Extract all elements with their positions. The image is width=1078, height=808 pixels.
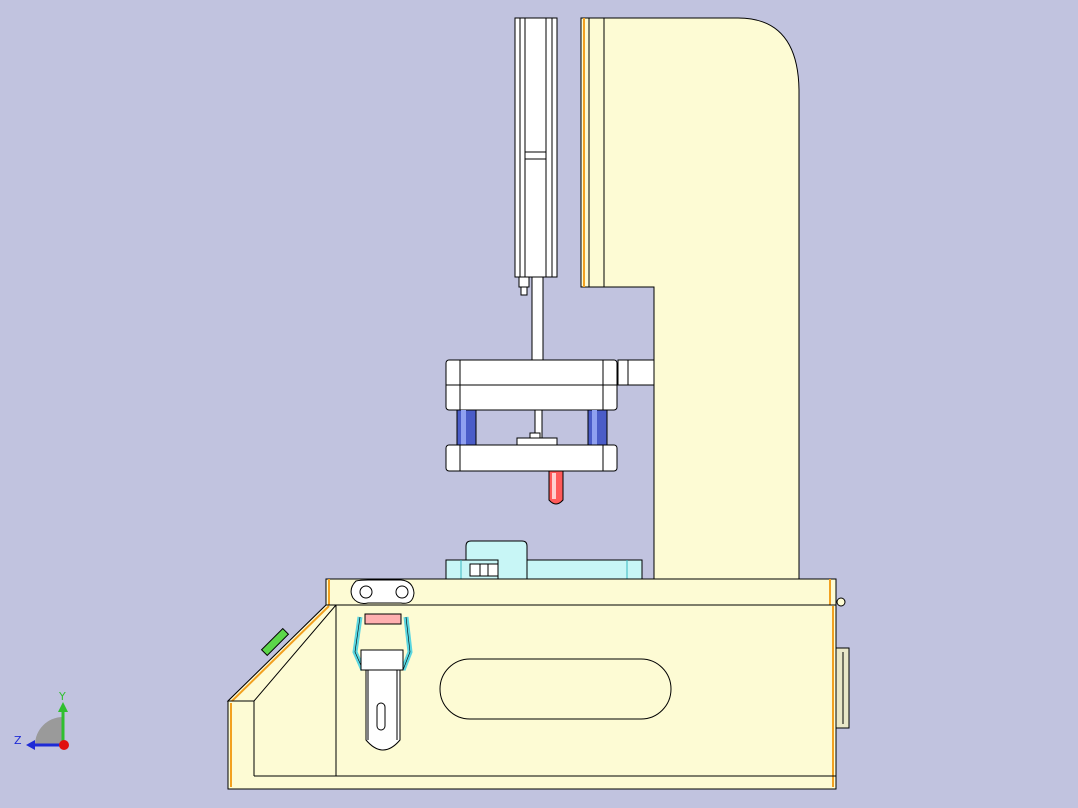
orientation-triad: Y Z (14, 690, 69, 750)
latch-handle (360, 649, 404, 671)
y-axis-label: Y (58, 690, 66, 703)
indicator-light (260, 627, 290, 657)
lower-platen (445, 444, 618, 472)
die-support-bracket (617, 359, 655, 386)
guide-pillar-right (587, 409, 608, 447)
piston-rod (531, 276, 544, 361)
hand-slot (439, 658, 672, 720)
fixture-block (465, 540, 528, 580)
frame-column (580, 17, 800, 580)
air-cylinder (514, 17, 558, 361)
press-frame (580, 17, 800, 580)
triad-rotation-arc (35, 717, 63, 745)
x-axis-dot (59, 740, 69, 750)
die-set (445, 359, 618, 505)
guide-pillar-left (456, 409, 477, 447)
base-cabinet (226, 578, 850, 790)
z-axis-label: Z (14, 734, 22, 747)
work-fixture (445, 540, 643, 580)
toggle-latch (350, 579, 415, 751)
